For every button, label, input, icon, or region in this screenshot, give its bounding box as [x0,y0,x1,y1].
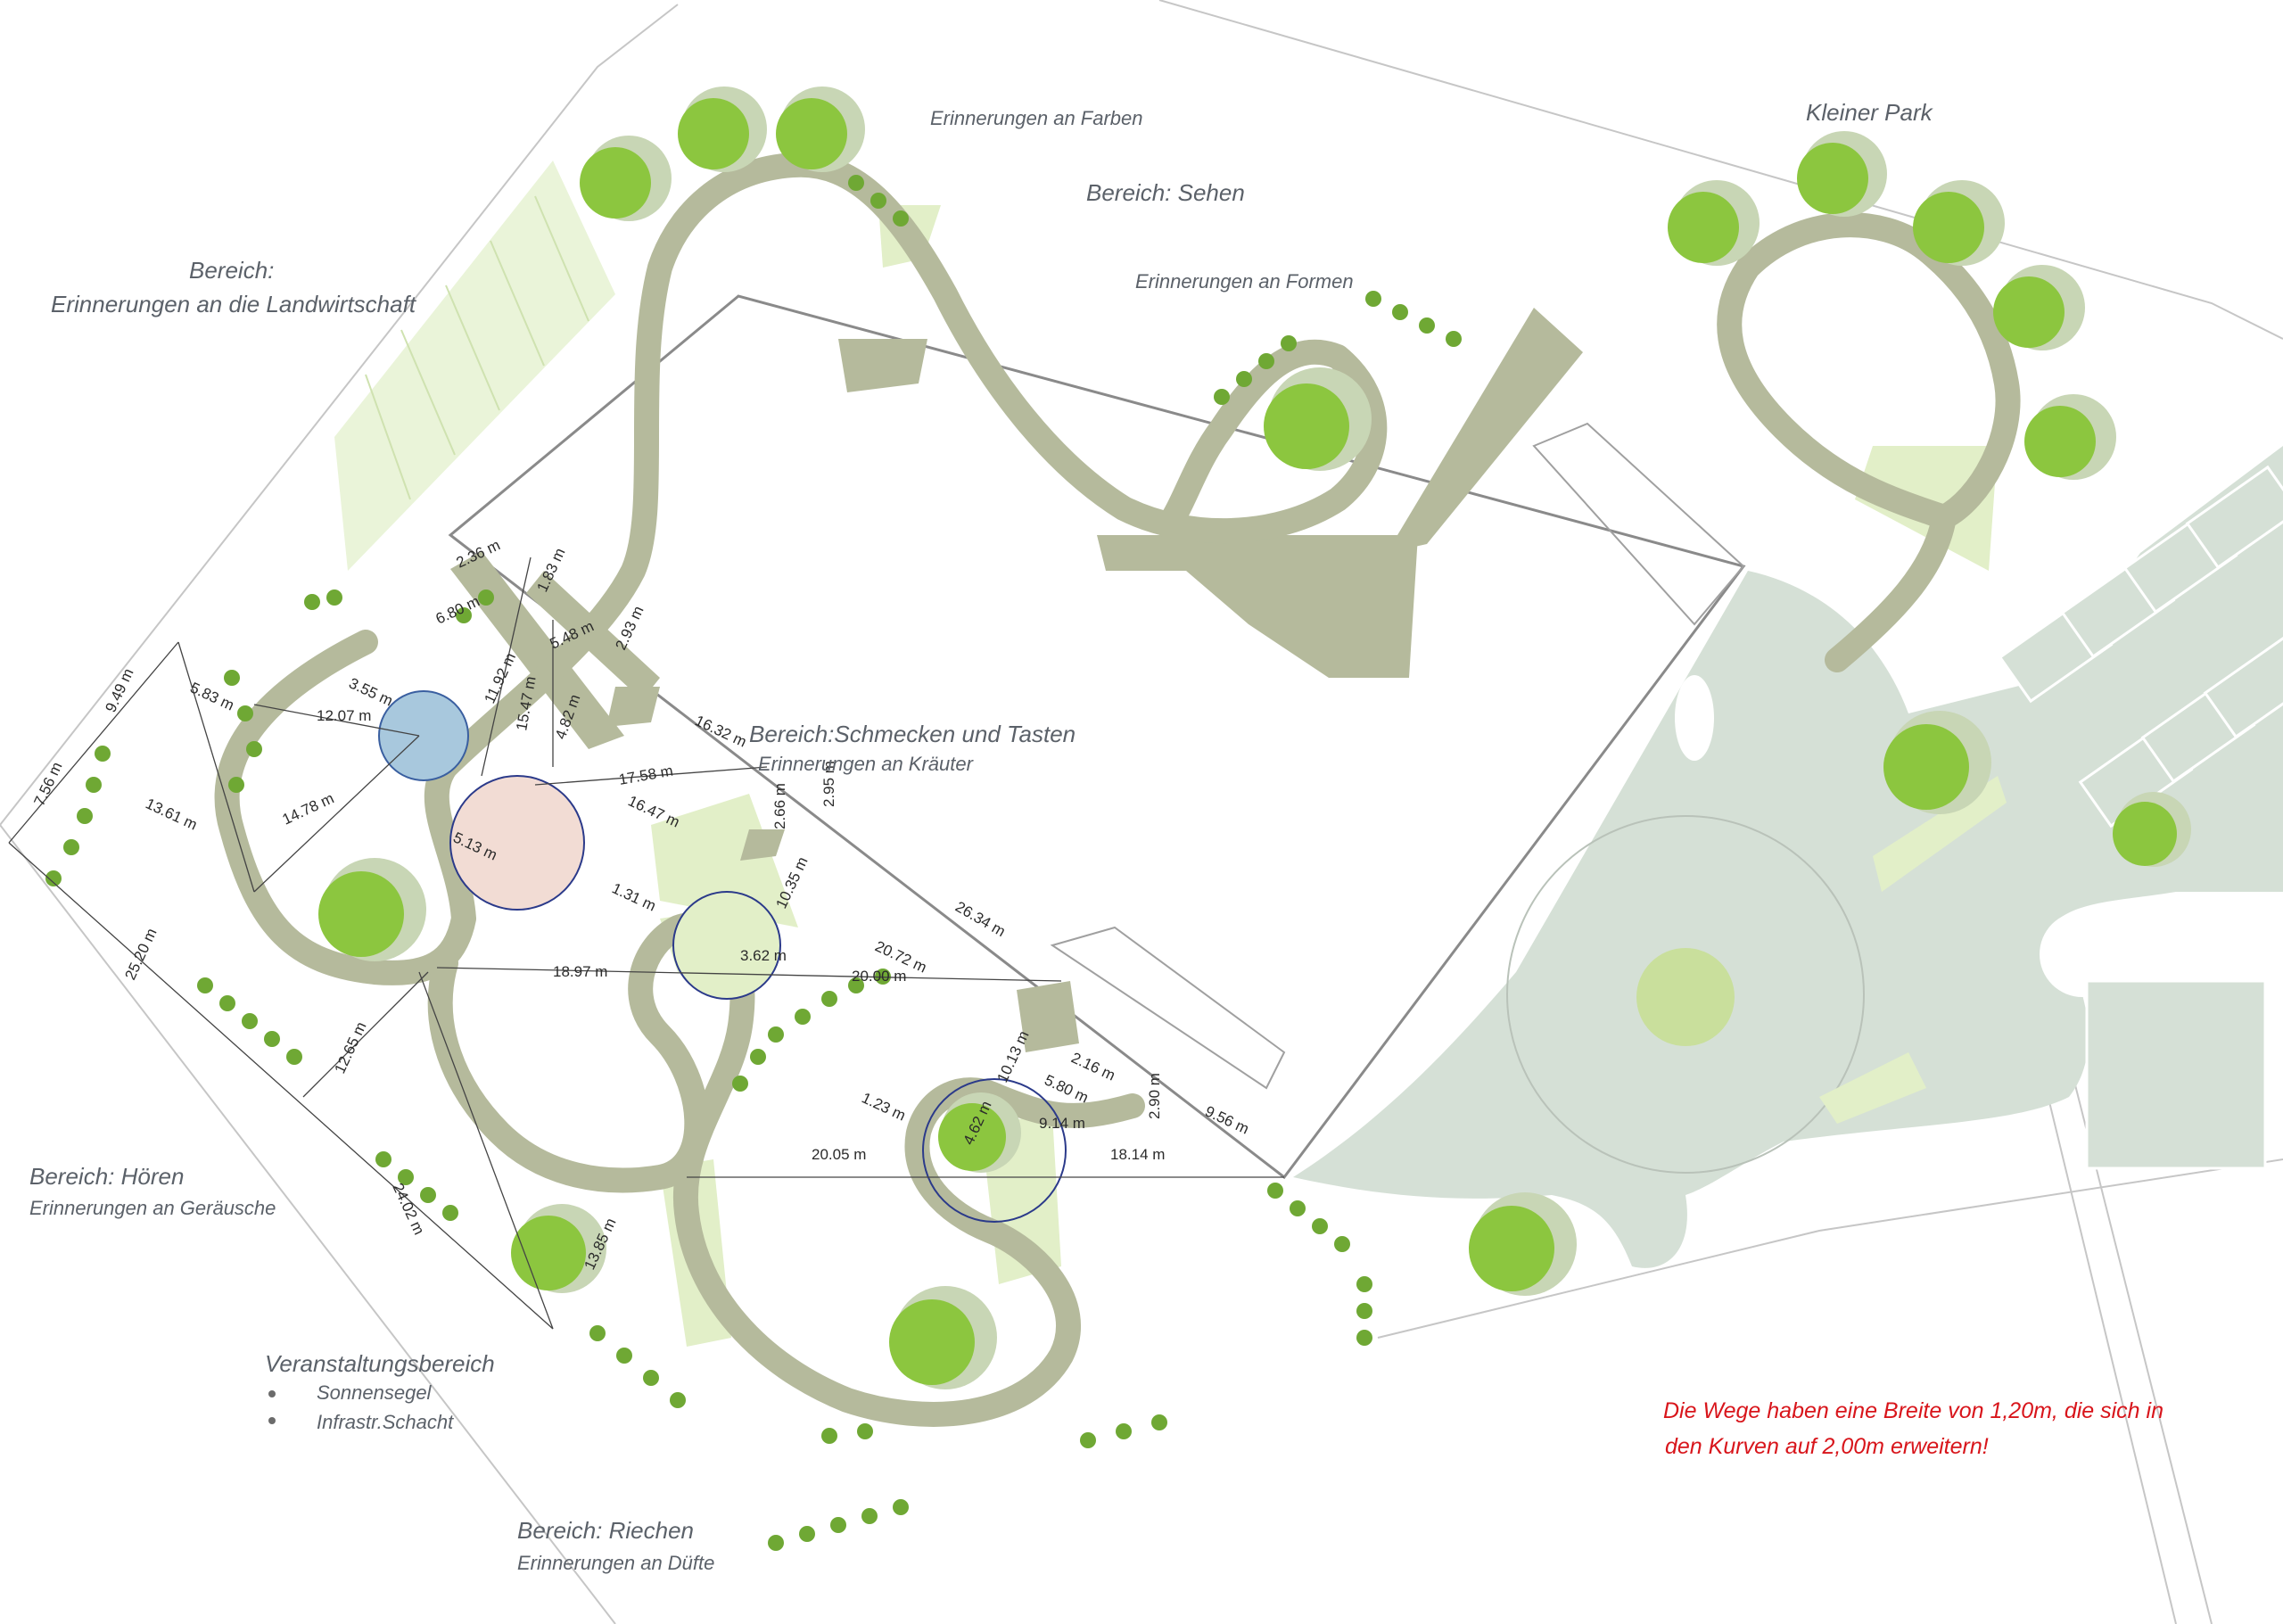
tree [2024,394,2116,480]
label-schmecken: Bereich:Schmecken und Tasten [749,721,1076,747]
dim-label: 12.65 m [331,1019,369,1076]
sensory-circle-1 [672,891,781,1000]
shrub-row-north [848,175,1462,405]
label-farben: Erinnerungen an Farben [930,107,1143,129]
tree [678,87,767,172]
dim-label: 15.47 m [513,675,539,732]
plaza [1293,446,2283,1268]
tree [580,136,672,221]
label-formen: Erinnerungen an Formen [1135,270,1354,293]
label-duefte: Erinnerungen an Düfte [517,1552,714,1574]
note-line-2: den Kurven auf 2,00m erweitern! [1665,1434,1989,1459]
dim-label: 24.02 m [389,1181,427,1238]
herb-bed-circle [449,775,585,911]
dim-label: 2.66 m [771,783,788,829]
label-landwirtschaft-title: Bereich: [189,257,274,284]
label-kleiner-park: Kleiner Park [1806,99,1934,126]
tree [776,87,865,172]
traffic-island [1675,675,1714,761]
label-hoeren: Bereich: Hören [29,1163,184,1190]
plaza-surface [1293,446,2283,1268]
pond [378,690,469,781]
shrub-row-west [45,670,262,886]
tree [511,1204,606,1293]
shrub-row-south [768,1414,1167,1551]
tree [1913,180,2005,266]
tree [318,858,426,961]
dim-label: 18.97 m [553,963,607,980]
tree [1668,180,1760,266]
dim-label: 20.00 m [852,968,906,985]
dim-label: 2.16 m [1068,1049,1117,1084]
dim-label: 2.90 m [1146,1073,1163,1119]
label-landwirtschaft: Erinnerungen an die Landwirtschaft [51,291,417,317]
shrub-row-east [1267,1183,1372,1346]
tree [1993,265,2085,350]
parking-stalls [1998,465,2283,1170]
building-wing [1050,926,1286,1090]
building-annex [1532,422,1745,626]
shrub-rows [45,175,1462,1551]
roundabout-center-planting [1636,948,1735,1046]
path-width-note: Die Wege haben eine Breite von 1,20m, di… [1663,1398,2163,1459]
dim-label: 20.05 m [812,1146,866,1163]
dim-label: 9.49 m [102,666,136,715]
legend-marker-schacht [268,1417,276,1424]
tree [1797,131,1887,217]
label-veranstaltung: Veranstaltungsbereich [265,1350,495,1377]
dim-label: 12.07 m [317,707,371,724]
sensory-circle-2 [922,1078,1067,1223]
label-schacht: Infrastr.Schacht [317,1411,454,1433]
dim-label: 6.80 m [433,592,482,627]
dim-label: 25.20 m [121,926,160,983]
dim-label: 7.56 m [30,760,65,809]
tree [889,1286,997,1389]
label-geraeusche: Erinnerungen an Geräusche [29,1197,276,1219]
turning-circle [2040,911,2125,997]
tree [2113,792,2191,867]
tree [938,1092,1021,1173]
dim-label: 10.13 m [993,1028,1032,1085]
tree [1883,711,1991,814]
area-labels: Bereich: Erinnerungen an die Landwirtsch… [29,99,1934,1574]
legend-marker-sonnensegel [268,1390,276,1397]
shrub-row-southwest [197,977,686,1408]
dim-label: 3.62 m [740,947,787,964]
dim-label: 3.55 m [346,674,395,709]
label-sonnensegel: Sonnensegel [317,1381,433,1404]
label-kraeuter: Erinnerungen an Kräuter [758,753,975,775]
label-sehen: Bereich: Sehen [1086,179,1245,206]
dim-label: 2.95 m [820,761,837,807]
dim-label: 1.23 m [859,1089,908,1124]
dim-label: 9.14 m [1039,1115,1085,1132]
shrub-row-center [304,589,891,1092]
trees [318,87,2191,1389]
tree [1469,1192,1577,1296]
walking-paths [214,152,2021,1427]
agricultural-field [334,161,615,571]
dimension-lines [8,556,1284,1330]
feature-circles [378,690,1067,1223]
dim-label: 18.14 m [1110,1146,1165,1163]
tree [1264,367,1372,471]
note-line-1: Die Wege haben eine Breite von 1,20m, di… [1663,1398,2163,1423]
dim-label: 17.58 m [617,763,674,788]
roundabout [1506,815,1865,1174]
dim-label: 13.61 m [143,795,200,833]
label-riechen: Bereich: Riechen [517,1517,694,1544]
dim-label: 1.31 m [609,879,658,914]
